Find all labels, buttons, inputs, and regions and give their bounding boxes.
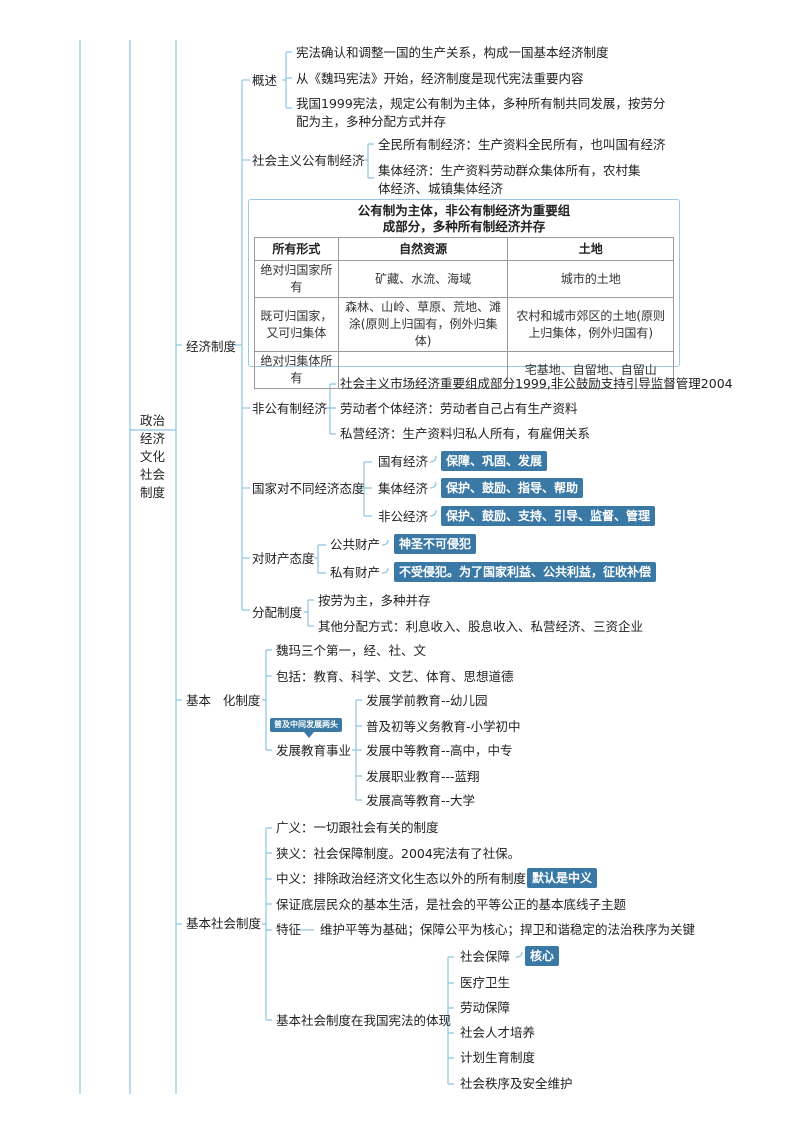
table-row: 绝对归集体所有 宅基地、自留地、自留山 <box>254 351 674 389</box>
attitude-item-label: 国有经济 <box>378 454 429 469</box>
table-cell: 宅基地、自留地、自留山 <box>507 351 674 389</box>
core-tag: 核心 <box>525 946 560 966</box>
attitude-tag: 保护、鼓励、指导、帮助 <box>441 478 584 498</box>
overview-item-3: 我国1999宪法，规定公有制为主体，多种所有制共同发展，按劳分配为主，多种分配方… <box>296 96 666 129</box>
middle-tag: 默认是中义 <box>527 868 598 888</box>
edu-item-3: 发展中等教育--高中，中专 <box>366 743 513 758</box>
table-cell: 绝对归国家所有 <box>254 260 339 298</box>
distribution-item-1: 按劳为主，多种并存 <box>318 593 431 608</box>
node-property-attitude[interactable]: 对财产态度 <box>252 551 315 566</box>
social-item-3: 中义：排除政治经济文化生态以外的所有制度 <box>276 871 527 886</box>
feature-text: 维护平等为基础；保障公平为核心；捍卫和谐稳定的法治秩序为关键 <box>320 922 696 937</box>
ownership-table: 所有形式 自然资源 土地 绝对归国家所有 矿藏、水流、海域 城市的土地 既可归国… <box>254 237 674 389</box>
callout-pointer-icon <box>304 732 314 738</box>
edu-item-4: 发展职业教育---蓝翔 <box>366 769 480 784</box>
node-culture-system[interactable]: 基本 化制度 <box>186 693 261 708</box>
table-cell: 农村和城市郊区的土地(原则上归集体，例外归国有) <box>507 297 674 352</box>
table-cell: 城市的土地 <box>507 260 674 298</box>
attitude-item-label: 集体经济 <box>378 481 429 496</box>
table-header: 自然资源 <box>337 237 509 261</box>
table-row: 绝对归国家所有 矿藏、水流、海域 城市的土地 <box>254 260 674 298</box>
property-item-label: 公共财产 <box>330 537 381 552</box>
node-econ-system[interactable]: 经济制度 <box>186 339 237 354</box>
distribution-item-2: 其他分配方式：利息收入、股息收入、私营经济、三资企业 <box>318 619 644 634</box>
embody-item: 计划生育制度 <box>460 1050 536 1065</box>
node-edu[interactable]: 发展教育事业 <box>276 743 352 758</box>
node-social-system[interactable]: 基本社会制度 <box>186 916 262 931</box>
property-tag: 神圣不可侵犯 <box>394 534 477 554</box>
table-row: 既可归国家，又可归集体 森林、山岭、草原、荒地、滩涂(原则上归国有，例外归集体)… <box>254 297 674 352</box>
nonpublic-item-2: 劳动者个体经济：劳动者自己占有生产资料 <box>340 401 578 416</box>
public-item-2: 集体经济：生产资料劳动群众集体所有，农村集体经济、城镇集体经济 <box>378 163 641 196</box>
table-cell <box>337 351 509 389</box>
table-cell: 森林、山岭、草原、荒地、滩涂(原则上归国有，例外归集体) <box>337 297 509 352</box>
node-embody[interactable]: 基本社会制度在我国宪法的体现 <box>276 1013 452 1028</box>
embody-item: 医疗卫生 <box>460 975 511 990</box>
edu-callout: 普及中间发展两头 <box>270 718 342 732</box>
edu-item-5: 发展高等教育--大学 <box>366 793 476 808</box>
embody-item: 社会秩序及安全维护 <box>460 1076 573 1091</box>
attitude-tag: 保护、鼓励、支持、引导、监督、管理 <box>441 506 656 526</box>
root-node[interactable]: 政治 经济 文化 社会 制度 <box>140 413 166 500</box>
embody-item: 劳动保障 <box>460 1000 511 1015</box>
node-feature[interactable]: 特征 <box>276 922 302 937</box>
overview-item-1: 宪法确认和调整一国的生产关系，构成一国基本经济制度 <box>296 45 609 60</box>
social-item-2: 狭义：社会保障制度。2004宪法有了社保。 <box>276 846 521 861</box>
attitude-item-label: 非公经济 <box>378 509 429 524</box>
node-distribution[interactable]: 分配制度 <box>252 605 303 620</box>
table-cell: 矿藏、水流、海域 <box>337 260 509 298</box>
table-cell: 绝对归集体所有 <box>254 351 339 389</box>
ownership-table-title: 公有制为主体，非公有制经济为重要组成部分，多种所有制经济并存 <box>357 203 571 234</box>
social-item-1: 广义：一切跟社会有关的制度 <box>276 820 439 835</box>
overview-item-2: 从《魏玛宪法》开始，经济制度是现代宪法重要内容 <box>296 71 584 86</box>
embody-item: 社会人才培养 <box>460 1025 536 1040</box>
nonpublic-item-1: 社会主义市场经济重要组成部分1999,非公鼓励支持引导监督管理2004 <box>340 376 733 391</box>
nonpublic-item-3: 私营经济：生产资料归私人所有，有雇佣关系 <box>340 426 591 441</box>
node-state-attitude[interactable]: 国家对不同经济态度 <box>252 481 365 496</box>
attitude-tag: 保障、巩固、发展 <box>441 451 548 471</box>
table-cell: 既可归国家，又可归集体 <box>254 297 339 352</box>
node-public-economy[interactable]: 社会主义公有制经济 <box>252 153 365 168</box>
table-header: 土地 <box>507 237 674 261</box>
edu-item-2: 普及初等义务教育-小学初中 <box>366 719 521 734</box>
node-nonpublic-economy[interactable]: 非公有制经济 <box>252 401 328 416</box>
embody-item: 社会保障 <box>460 949 511 964</box>
edu-item-1: 发展学前教育--幼儿园 <box>366 693 488 708</box>
node-overview[interactable]: 概述 <box>252 73 278 88</box>
property-tag: 不受侵犯。为了国家利益、公共利益，征收补偿 <box>394 562 657 582</box>
table-header: 所有形式 <box>254 237 339 261</box>
public-item-1: 全民所有制经济：生产资料全民所有，也叫国有经济 <box>378 137 666 152</box>
social-item-4: 保证底层民众的基本生活，是社会的平等公正的基本底线子主题 <box>276 897 627 912</box>
culture-item-1: 魏玛三个第一，经、社、文 <box>276 643 427 658</box>
culture-item-2: 包括：教育、科学、文艺、体育、思想道德 <box>276 669 514 684</box>
property-item-label: 私有财产 <box>330 565 381 580</box>
